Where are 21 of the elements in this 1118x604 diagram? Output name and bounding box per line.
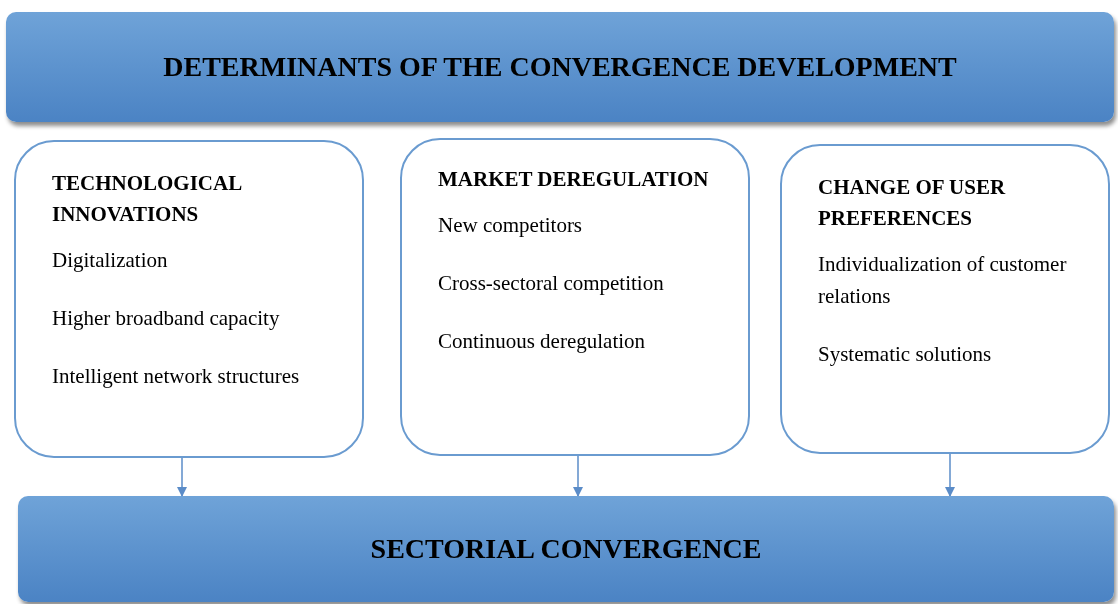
list-item: Intelligent network structures: [52, 363, 301, 390]
title-banner: [6, 12, 1114, 122]
list-item: Higher broadband capacity: [52, 305, 281, 332]
category-card: [400, 138, 750, 456]
list-item: Cross-sectoral competition: [438, 270, 665, 297]
arrow: [945, 453, 955, 497]
banner-title: SECTORIAL CONVERGENCE: [370, 533, 762, 565]
card-heading: TECHNOLOGICAL INNOVATIONS: [52, 170, 243, 228]
card-heading: CHANGE OF USER PREFERENCES: [818, 174, 1007, 232]
title-banner: [18, 496, 1114, 602]
list-item: New competitors: [438, 212, 584, 239]
arrow: [573, 455, 583, 497]
card-heading: MARKET DEREGULATION: [438, 166, 710, 193]
list-item: Digitalization: [52, 247, 169, 274]
list-item: Individualization of customer relations: [818, 251, 1068, 310]
list-item: Systematic solutions: [818, 341, 993, 368]
banner-title: DETERMINANTS OF THE CONVERGENCE DEVELOPMENT: [163, 51, 957, 83]
arrow: [177, 457, 187, 497]
category-card: [14, 140, 364, 458]
category-card: [780, 144, 1110, 454]
list-item: Continuous deregulation: [438, 328, 647, 355]
